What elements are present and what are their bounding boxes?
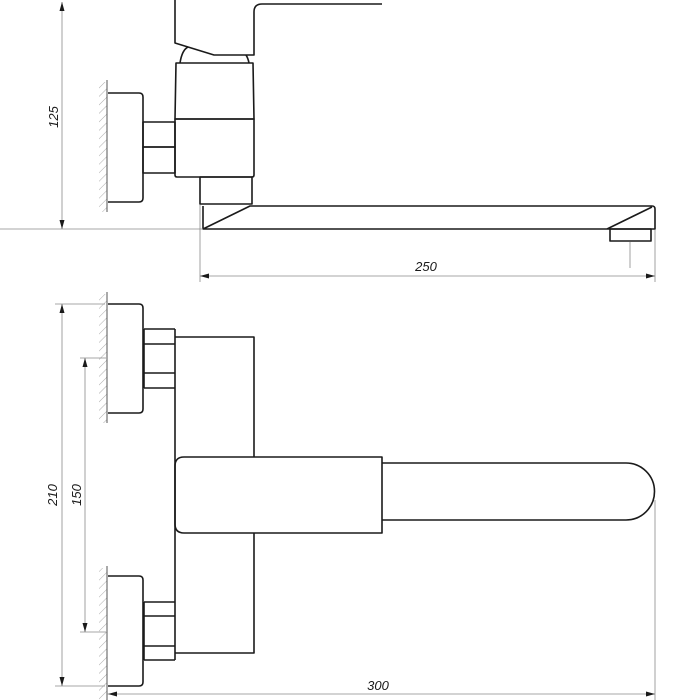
dimension-spout-reach: 250 [200,259,655,279]
mixer-body [174,329,255,660]
dimension-height: 125 [46,2,65,229]
wall-plate [108,92,144,203]
dimension-overall-height: 210 [45,304,65,686]
front-view: 210 150 300 [45,292,656,700]
mixer-block [174,118,255,178]
inlet-stem [142,121,176,148]
spout [202,205,656,230]
dimension-label-300: 300 [367,678,389,693]
wall-hatch [99,292,108,700]
aerator [609,228,652,242]
inlet-stem [142,146,176,174]
dimension-overall-length: 300 [107,678,655,697]
wall-plate-bottom [108,575,144,687]
side-view: 125 250 [0,0,656,282]
dimension-label-150: 150 [69,483,84,505]
cartridge-neck [179,46,250,64]
inlet-stems-top [143,328,175,389]
wall-hatch [99,80,108,212]
dimension-label-250: 250 [414,259,437,274]
handle-lever [174,456,656,534]
dimension-label-210: 210 [45,483,60,506]
spout-collar [199,176,253,205]
inlet-stems-bottom [143,601,175,661]
dimension-inlet-spacing: 150 [69,358,88,632]
wall-plate-top [108,303,144,414]
cartridge-body [174,62,255,120]
handle-lever [174,0,382,56]
dimension-label-125: 125 [46,105,61,127]
